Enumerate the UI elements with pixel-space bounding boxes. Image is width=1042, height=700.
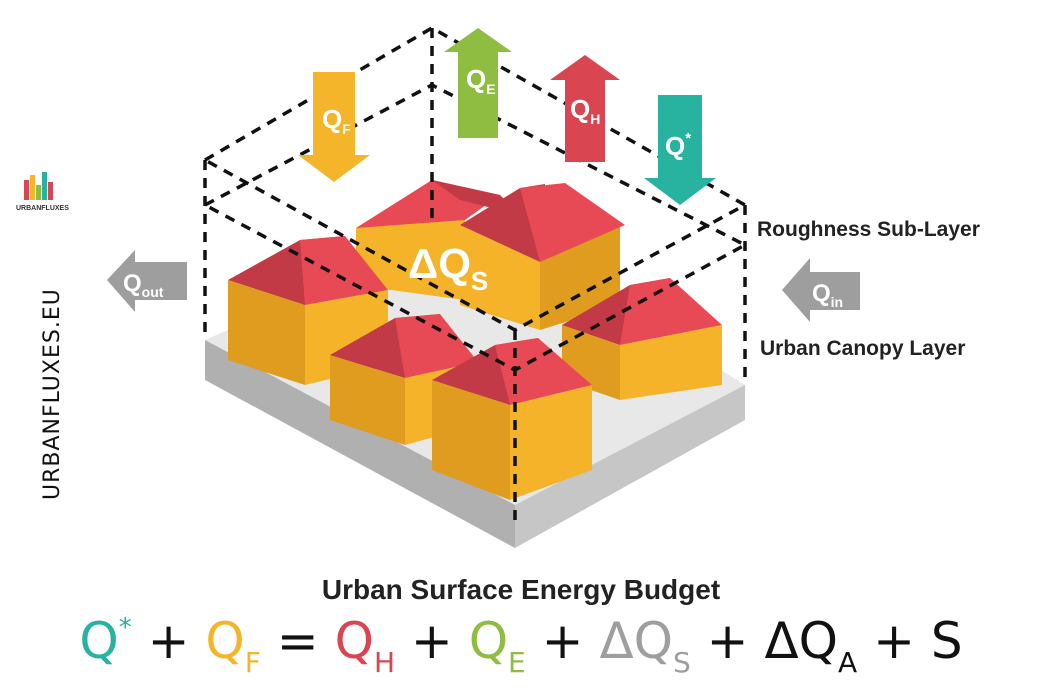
urbanfluxes-logo: URBANFLUXES bbox=[16, 172, 69, 212]
eq-term-delta-q-a: ΔQA bbox=[764, 612, 858, 679]
svg-text:Qout: Qout bbox=[123, 270, 164, 300]
eq-operator: + bbox=[395, 612, 469, 670]
eq-operator: + bbox=[131, 612, 206, 670]
urban-canopy-layer-label: Urban Canopy Layer bbox=[760, 337, 965, 360]
svg-text:URBANFLUXES: URBANFLUXES bbox=[16, 205, 69, 212]
delta-q-s-label: ΔQS bbox=[408, 240, 488, 296]
q-f-arrow-icon: QF bbox=[298, 72, 370, 182]
house-back-middle bbox=[356, 180, 520, 300]
q-star-arrow-icon: Q* bbox=[644, 95, 716, 205]
diagram-title: Urban Surface Energy Budget bbox=[321, 574, 721, 605]
eq-term-s: S bbox=[930, 612, 963, 670]
svg-text:Qin: Qin bbox=[812, 280, 843, 310]
house-right bbox=[562, 278, 722, 400]
house-front bbox=[432, 338, 592, 500]
energy-budget-equation: Q* + QF = QH + QE + ΔQS + ΔQA + S bbox=[0, 612, 1042, 679]
eq-term-q-star: Q* bbox=[79, 612, 132, 670]
q-h-arrow-icon: QH bbox=[550, 55, 620, 162]
eq-term-q-e: QE bbox=[468, 612, 526, 679]
svg-text:QF: QF bbox=[322, 104, 351, 137]
eq-operator: + bbox=[525, 612, 600, 670]
eq-term-q-f: QF bbox=[205, 612, 261, 679]
eq-term-delta-q-s: ΔQS bbox=[599, 612, 691, 679]
q-in-arrow-icon: Qin bbox=[782, 258, 860, 322]
house-back-right bbox=[460, 183, 625, 330]
roughness-sub-layer-label: Roughness Sub-Layer bbox=[757, 218, 980, 241]
eq-term-q-h: QH bbox=[334, 612, 395, 679]
eq-operator: = bbox=[260, 612, 335, 670]
q-out-arrow-icon: Qout bbox=[107, 250, 187, 312]
site-url[interactable]: URBANFLUXES.EU bbox=[40, 288, 65, 500]
svg-text:QE: QE bbox=[466, 64, 496, 97]
layer-boxes bbox=[203, 25, 749, 520]
eq-operator: + bbox=[857, 612, 931, 670]
q-e-arrow-icon: QE bbox=[444, 28, 512, 138]
svg-text:Q*: Q* bbox=[665, 130, 691, 161]
svg-text:QH: QH bbox=[570, 94, 600, 127]
eq-operator: + bbox=[690, 612, 765, 670]
